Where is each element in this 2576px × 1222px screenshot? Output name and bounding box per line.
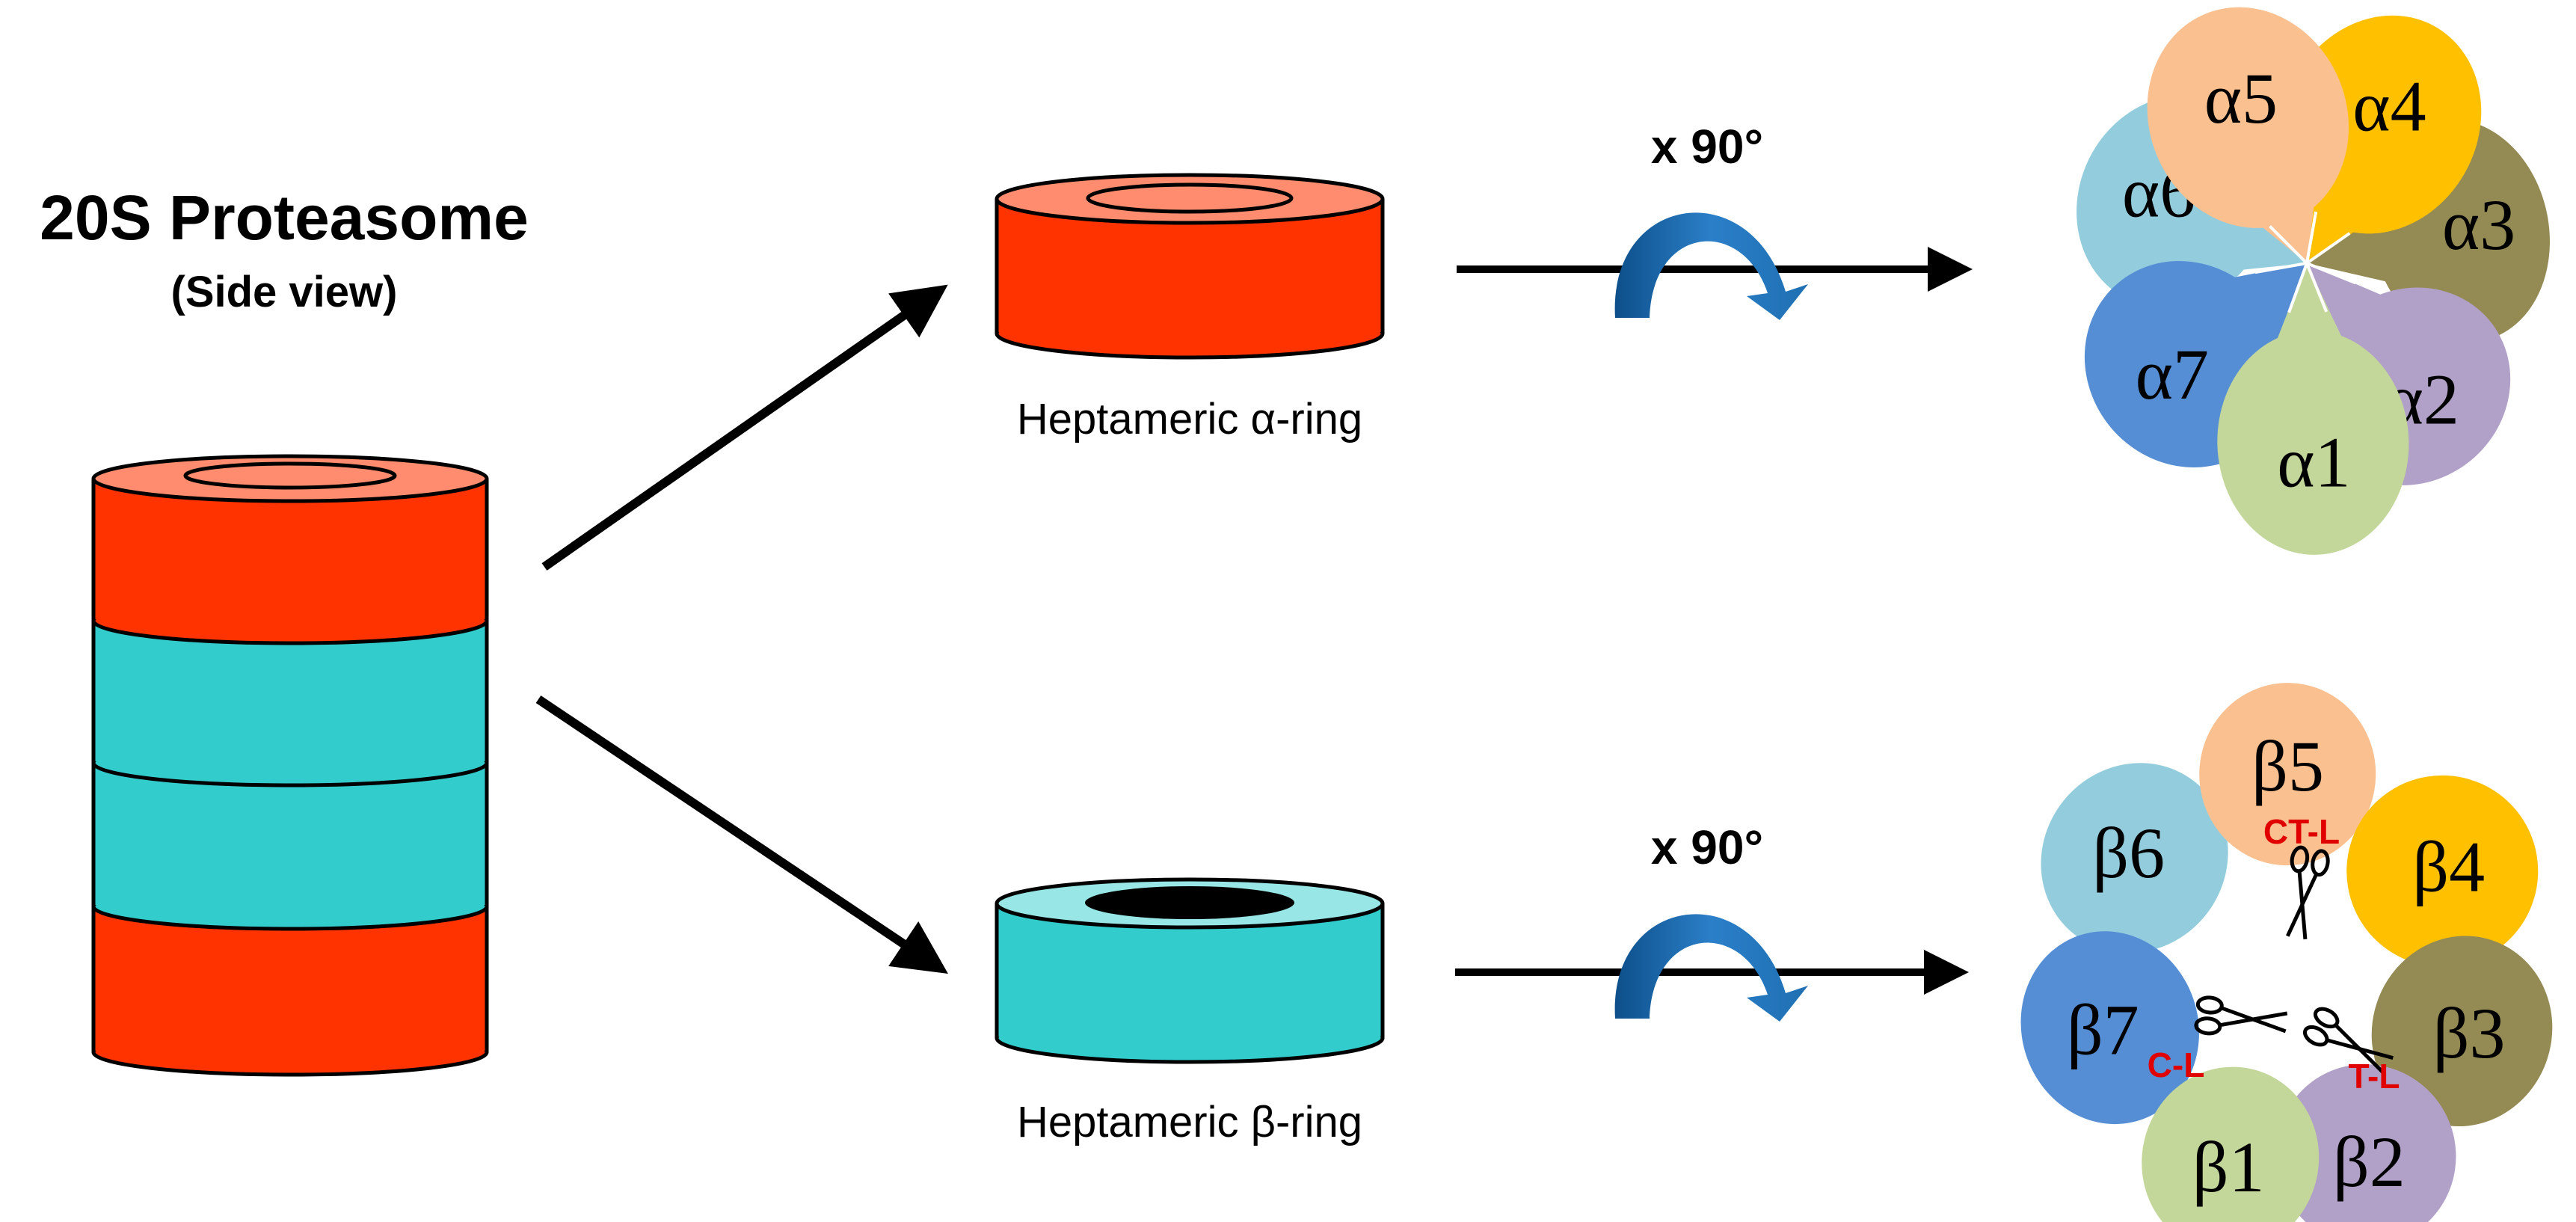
beta-subunit-3: β3 — [2371, 936, 2553, 1127]
active-site-label: CT-L — [2263, 812, 2340, 851]
diagram-title: 20S Proteasome — [40, 182, 529, 253]
beta-subunit-label: β2 — [2333, 1122, 2406, 1202]
beta-subunit-label: β1 — [2192, 1127, 2265, 1207]
beta-subunit-label: β4 — [2412, 827, 2485, 907]
scissors-icon — [2194, 995, 2288, 1036]
rotation-arrow-icon — [1614, 212, 1808, 320]
alpha-ring-3d — [995, 173, 1385, 360]
subunit-divider — [2254, 262, 2308, 274]
diagram-subtitle: (Side view) — [171, 268, 398, 316]
beta-subunit-7: β7 — [2020, 931, 2199, 1125]
active-site-ct-l: CT-L — [2263, 812, 2340, 940]
stack-beta-ring-lower — [91, 763, 489, 931]
beta-ring-3d — [995, 877, 1385, 1064]
alpha-ring-label: Heptameric α-ring — [1017, 395, 1362, 443]
subunit-divider — [2269, 225, 2308, 265]
beta-subunit-1: β1 — [2142, 1066, 2320, 1222]
proteasome-side-view — [91, 454, 489, 1077]
subunit-divider — [2306, 262, 2356, 285]
beta-subunit-label: β7 — [2067, 989, 2139, 1069]
beta-subunit-label: β5 — [2251, 726, 2324, 806]
subunit-divider — [2305, 232, 2351, 265]
scissors-icon — [2302, 1007, 2394, 1075]
active-site-c-l: C-L — [2148, 995, 2288, 1084]
rotation-group-top: x 90° — [1457, 120, 1973, 320]
alpha-subunit-label: α7 — [2136, 334, 2209, 414]
rotation-arrow-icon — [1614, 914, 1808, 1022]
beta-subunit-4: β4 — [2346, 775, 2539, 967]
alpha-subunit-5: α5 — [2147, 7, 2349, 263]
stack-beta-ring-upper — [91, 621, 489, 787]
beta-subunit-6: β6 — [2041, 763, 2228, 954]
alpha-subunit-label: α1 — [2277, 423, 2350, 503]
beta-ring-top-view: β6 β5 β4 β3 β7 β2 β1 CT-L C-L T-L — [2020, 683, 2553, 1222]
active-site-t-l: T-L — [2302, 1007, 2400, 1096]
active-site-label: C-L — [2148, 1046, 2205, 1084]
beta-subunit-label: β3 — [2433, 993, 2506, 1073]
subunit-divider — [2305, 262, 2328, 313]
rotation-group-bottom: x 90° — [1455, 820, 1969, 1022]
alpha-subunit-label: α5 — [2204, 58, 2278, 138]
scissors-icon — [2286, 845, 2330, 940]
rotation-label-top: x 90° — [1651, 120, 1763, 174]
beta-ring-label: Heptameric β-ring — [1017, 1098, 1362, 1146]
beta-subunit-5: β5 — [2199, 683, 2376, 866]
alpha-subunit-1: α1 — [2217, 263, 2409, 555]
arrow-to-beta-ring — [535, 696, 948, 974]
alpha-subunit-label: α3 — [2442, 185, 2515, 265]
stack-bottom-alpha-ring — [91, 906, 489, 1077]
rotation-label-bottom: x 90° — [1651, 820, 1763, 874]
beta-subunit-label: β6 — [2092, 813, 2165, 893]
beta-subunit-2: β2 — [2275, 1064, 2456, 1222]
alpha-subunit-label: α4 — [2352, 66, 2426, 146]
subunit-divider — [2287, 262, 2308, 313]
stack-top-alpha-ring — [91, 454, 489, 645]
subunit-divider — [2305, 211, 2318, 264]
arrow-to-alpha-ring — [541, 284, 948, 571]
active-site-label: T-L — [2349, 1057, 2400, 1096]
